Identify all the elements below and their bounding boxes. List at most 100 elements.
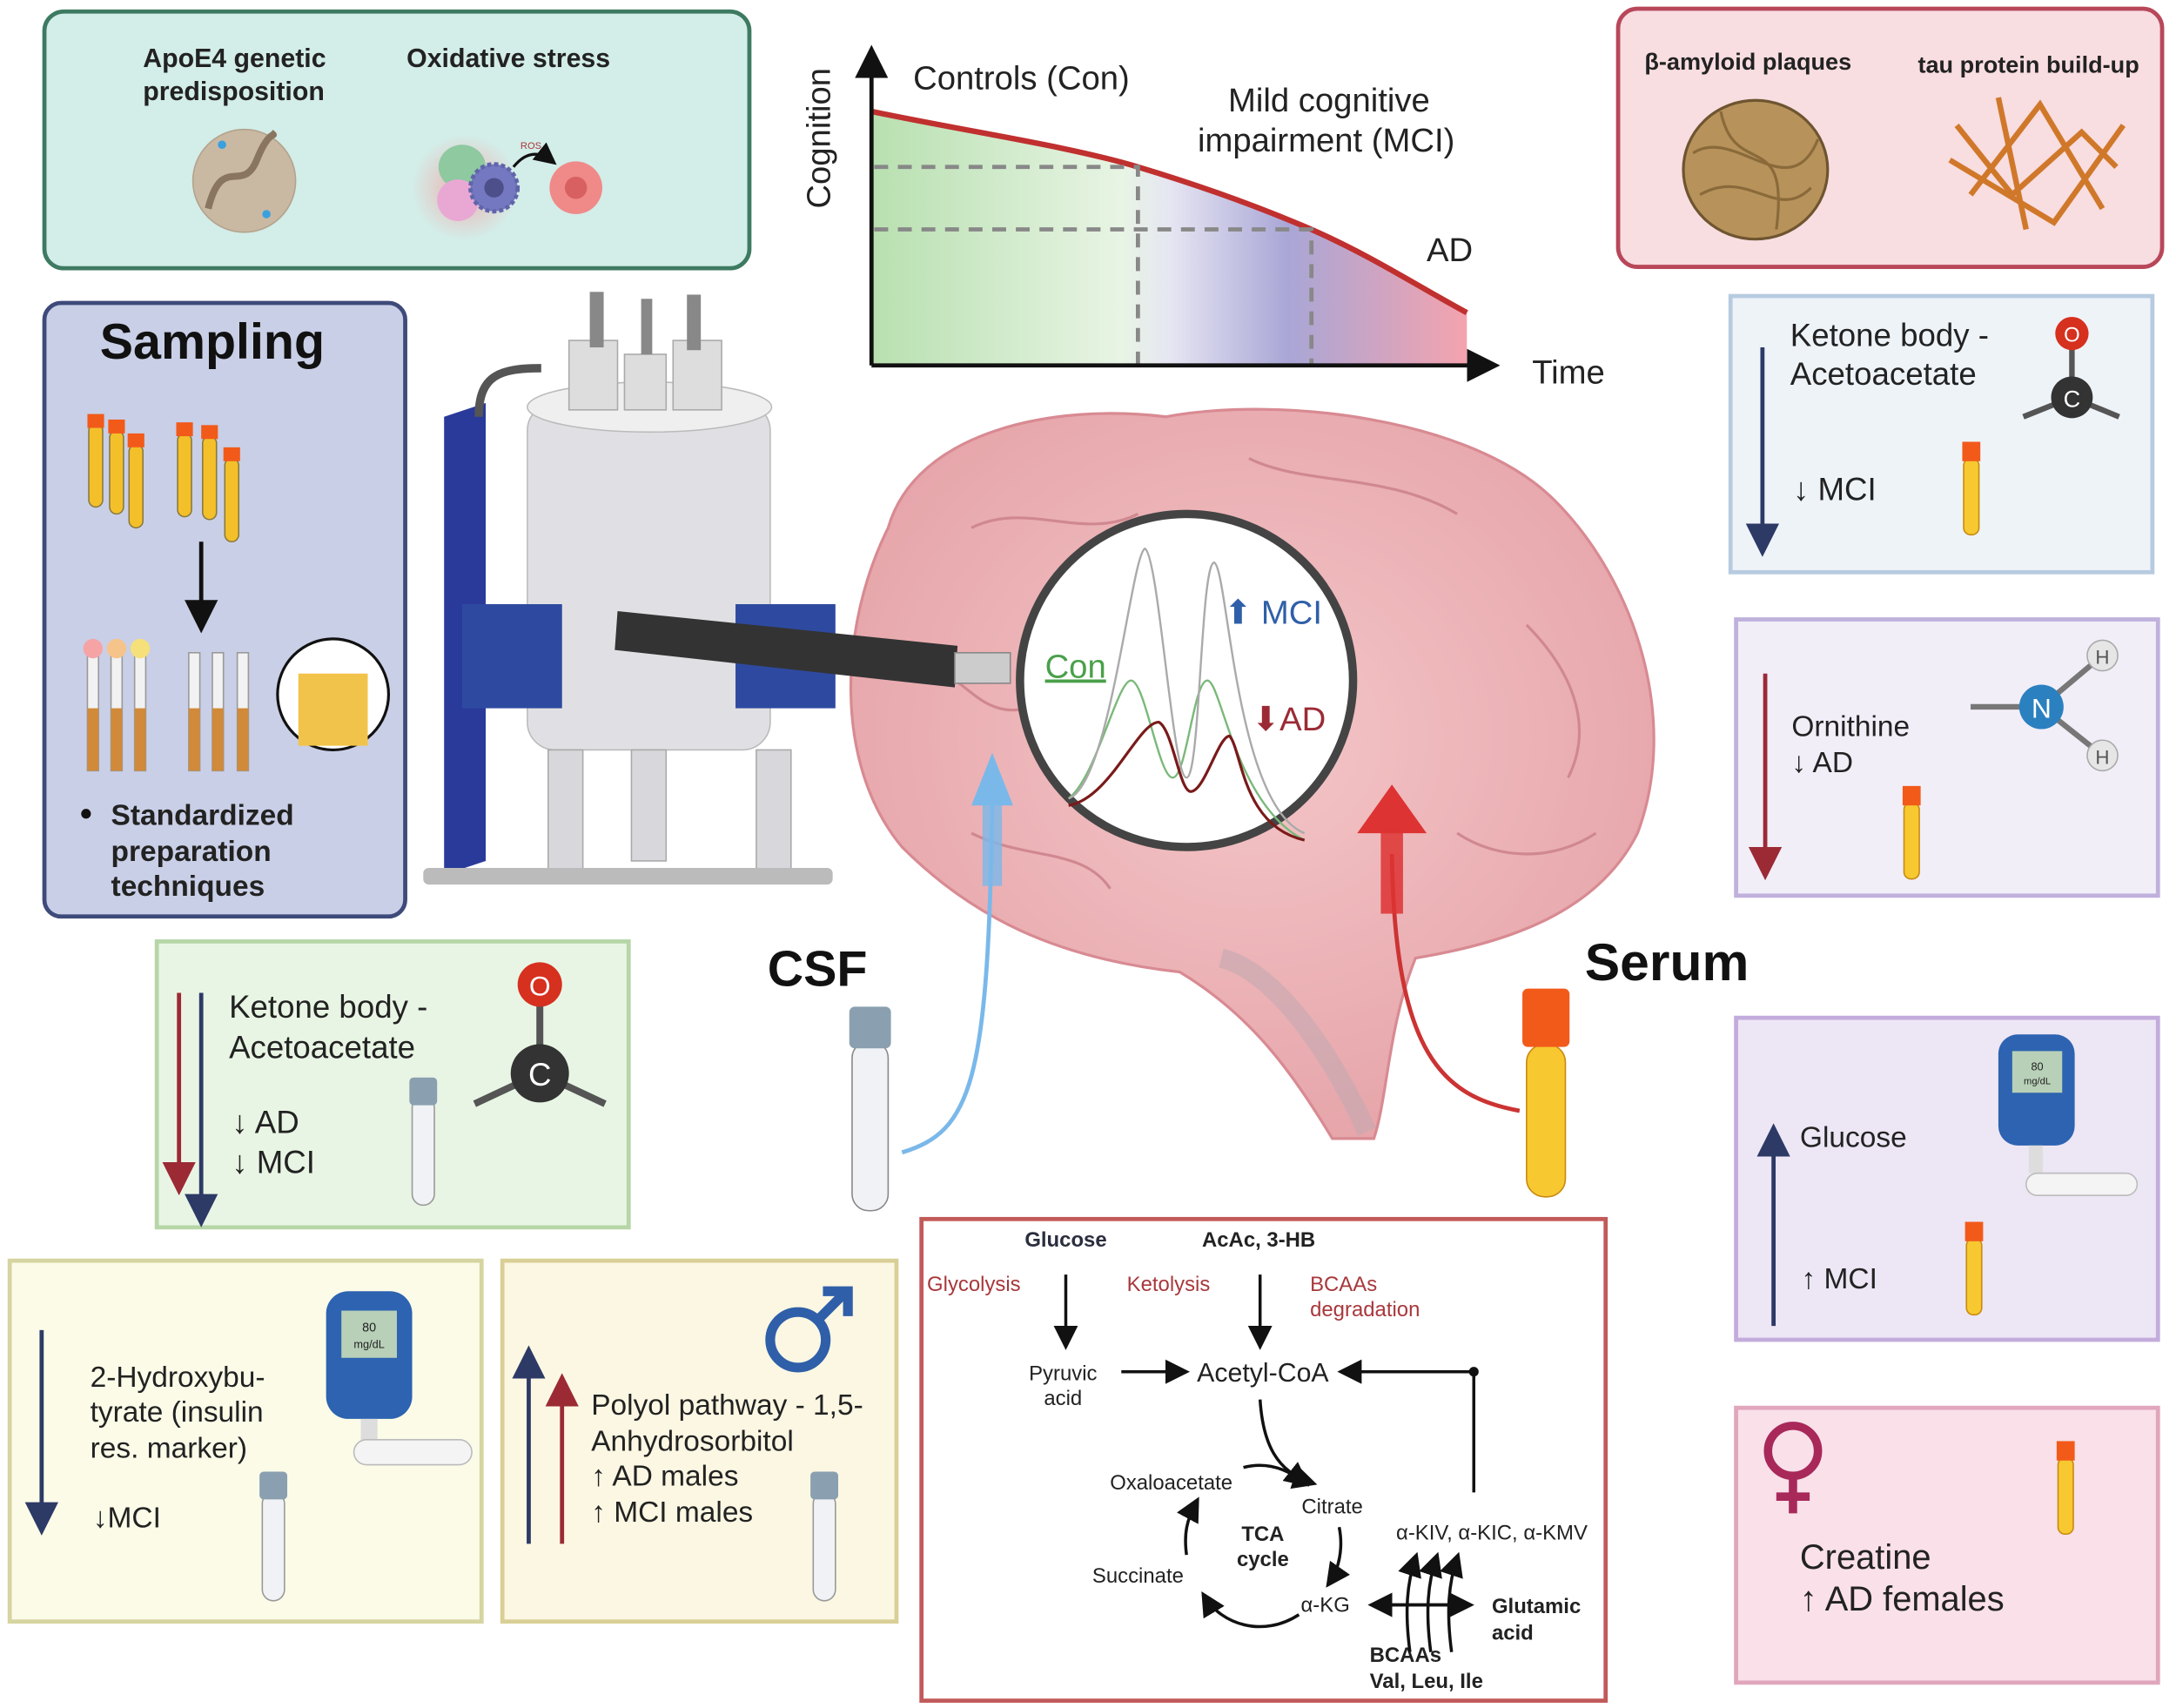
- node-bcaas: Val, Leu, Ile: [1370, 1670, 1483, 1693]
- cognition-chart: Cognition Time Controls (Con) Mild cogni…: [800, 44, 1605, 392]
- node-keto-acids: α-KIV, α-KIC, α-KMV: [1396, 1522, 1588, 1545]
- metabolite-name: Polyol pathway - 1,5-: [591, 1389, 863, 1422]
- mci-label: ⬆ MCI: [1224, 594, 1322, 631]
- serum-tube-icon: [1903, 802, 1920, 880]
- ad-label: AD: [1427, 232, 1473, 269]
- con-label: Con: [1045, 649, 1106, 686]
- oxidative-stress-label: Oxidative stress: [406, 44, 610, 73]
- sampling-bullet: Standardized: [111, 800, 294, 832]
- svg-text:O: O: [2064, 324, 2080, 347]
- svg-text:H: H: [2095, 647, 2109, 669]
- metabolite-name: Ketone body -: [1790, 317, 1989, 353]
- node-citrate: Citrate: [1301, 1495, 1362, 1518]
- csf-tube-icon: [261, 1491, 285, 1602]
- csf-flow-line: [901, 805, 995, 1155]
- csf-label: CSF: [768, 941, 868, 997]
- bullet-icon: [81, 809, 91, 819]
- svg-text:80: 80: [362, 1321, 376, 1335]
- magnifier: Con ⬆ MCI ⬇AD: [1016, 509, 1358, 851]
- metabolite-name: Creatine: [1800, 1538, 1931, 1577]
- sampling-title: Sampling: [100, 314, 325, 370]
- change-label: ↓ MCI: [1793, 471, 1877, 507]
- csf-tube-icon: [812, 1491, 836, 1602]
- risk-factors-panel: ApoE4 genetic predisposition Oxidative s…: [42, 9, 752, 271]
- mci-label: Mild cognitive: [1228, 82, 1430, 119]
- node-oxaloacetate: Oxaloacetate: [1110, 1471, 1232, 1495]
- stage-dashed-lines: [874, 165, 1314, 366]
- svg-text:N: N: [2032, 693, 2052, 724]
- csf-ketone-card: Ketone body - Acetoacetate ↓ AD ↓ MCI O …: [154, 939, 631, 1230]
- metabolite-name: Anhydrosorbitol: [591, 1426, 794, 1458]
- tau-label: tau protein build-up: [1917, 50, 2139, 77]
- nmr-probe-icon: [615, 610, 1011, 688]
- node-acac: AcAc, 3-HB: [1202, 1228, 1315, 1252]
- x-axis-label: Time: [1532, 354, 1605, 392]
- node-acetyl-coa: Acetyl-CoA: [1197, 1359, 1329, 1388]
- metabolite-name: Acetoacetate: [1790, 356, 1977, 392]
- acetoacetate-molecule-icon: O C: [2022, 316, 2120, 420]
- ros-label: ROS: [520, 141, 541, 151]
- change-label: ↑ AD females: [1800, 1580, 2005, 1618]
- amyloid-label: β-amyloid plaques: [1644, 48, 1851, 75]
- node-alpha-kg: α-KG: [1300, 1594, 1349, 1617]
- metabolite-name: Ketone body -: [229, 989, 427, 1025]
- change-label: ↑ MCI: [1802, 1263, 1877, 1295]
- label-tca-cycle: TCA: [1241, 1523, 1284, 1546]
- cells-icon: [412, 135, 602, 241]
- svg-text:H: H: [2095, 746, 2109, 768]
- node-succinate: Succinate: [1092, 1564, 1184, 1588]
- metabolite-name: Acetoacetate: [229, 1029, 415, 1065]
- amyloid-plaque-icon: [1682, 98, 1830, 241]
- spectrum-mci: [1068, 547, 1306, 835]
- label-glycolysis: Glycolysis: [927, 1273, 1021, 1296]
- female-symbol-icon: [1763, 1422, 1823, 1514]
- change-label: ↓ AD: [232, 1104, 299, 1140]
- metabolite-name: res. marker): [91, 1433, 247, 1465]
- glucose-meter-icon: 80 mg/dL: [1998, 1034, 2139, 1197]
- serum-ketone-card: Ketone body - Acetoacetate ↓ MCI O C: [1728, 293, 2155, 575]
- csf-polyol-card: Polyol pathway - 1,5- Anhydrosorbitol ↑ …: [500, 1258, 899, 1624]
- svg-text:mg/dL: mg/dL: [2024, 1077, 2051, 1087]
- apoe4-label: predisposition: [143, 77, 325, 106]
- change-label: ↓ AD: [1791, 747, 1853, 779]
- amine-molecule-icon: N H H: [1971, 639, 2119, 772]
- serum-ornithine-card: Ornithine ↓ AD N H H: [1734, 617, 2160, 898]
- svg-text:mg/dL: mg/dL: [353, 1338, 384, 1351]
- serum-tube-icon: [1963, 457, 1980, 536]
- change-label: ↑ AD males: [591, 1460, 738, 1492]
- node-pyruvic-acid: acid: [1044, 1387, 1082, 1410]
- csf-hydroxybutyrate-card: 2-Hydroxybu- tyrate (insulin res. marker…: [7, 1258, 484, 1624]
- pathology-panel: β-amyloid plaques tau protein build-up: [1615, 6, 2165, 269]
- metabolite-name: Ornithine: [1791, 710, 1910, 743]
- csf-arrow-icon: [971, 752, 1013, 806]
- serum-arrow-icon: [1357, 784, 1427, 834]
- node-pyruvic-acid: Pyruvic: [1029, 1362, 1097, 1385]
- spectrum-ad: [1068, 720, 1306, 842]
- pathway-arrows: [1053, 1274, 1475, 1653]
- serum-tube-icon: [1965, 1237, 1983, 1316]
- serum-tube-icon: [2057, 1456, 2074, 1536]
- nmr-spectrometer-icon: [423, 292, 836, 885]
- serum-flow-line: [1389, 853, 1521, 1113]
- ad-label: ⬇AD: [1252, 701, 1326, 738]
- mci-label: impairment (MCI): [1198, 122, 1454, 159]
- change-label: ↑ MCI males: [591, 1496, 753, 1529]
- sample-tubes-icon: [87, 414, 240, 543]
- svg-text:80: 80: [2031, 1060, 2043, 1073]
- serum-creatine-card: Creatine ↑ AD females: [1734, 1405, 2160, 1685]
- cognition-curve: [870, 108, 1468, 315]
- aliquot-tubes-icon: [83, 637, 391, 772]
- node-glutamic-acid: acid: [1492, 1621, 1534, 1644]
- y-axis-label: Cognition: [800, 68, 837, 209]
- change-label: ↓ MCI: [232, 1145, 315, 1180]
- tau-protein-icon: [1948, 97, 2126, 231]
- serum-tube-icon: [1522, 988, 1570, 1198]
- acetoacetate-molecule-icon: O C: [473, 962, 607, 1107]
- svg-text:O: O: [529, 971, 551, 1002]
- sampling-panel: Sampling Standardized preparation techni…: [42, 300, 407, 919]
- nucleus-icon: [191, 128, 297, 233]
- sampling-bullet: preparation: [111, 836, 272, 868]
- serum-glucose-card: Glucose ↑ MCI 80 mg/dL: [1734, 1015, 2160, 1342]
- csf-tube-icon: [849, 1006, 891, 1212]
